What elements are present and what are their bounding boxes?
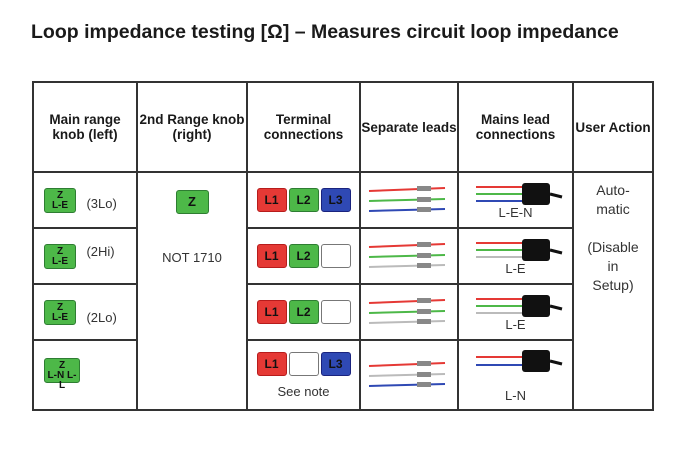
terminal-l2: L2 [288, 188, 319, 212]
terminal-empty [320, 300, 351, 324]
mains-plug-icon [475, 294, 562, 317]
mains-plug-icon [475, 182, 562, 205]
second-knob-cell: Z NOT 1710 [136, 171, 248, 411]
header-second-knob: 2nd Range knob (right) [136, 81, 248, 173]
terminal-l1: L1 [256, 188, 287, 212]
second-knob-note: NOT 1710 [162, 250, 222, 265]
terminal-l3: L3 [320, 351, 351, 376]
test-leads-icon [368, 186, 446, 212]
terminal-l2: L2 [288, 244, 319, 268]
header-mains-lead: Mains lead connections [457, 81, 574, 173]
terminal-empty [288, 351, 319, 376]
mains-plug-icon [475, 349, 562, 372]
terminal-empty [320, 244, 351, 268]
header-main-knob: Main range knob (left) [32, 81, 138, 173]
header-terminal: Terminal connections [246, 81, 361, 173]
mains-lead-cell: L-E [457, 283, 574, 341]
terminal-l1: L1 [256, 351, 287, 376]
mains-label: L-E-N [498, 204, 533, 220]
knob-range-label: (2Hi) [86, 243, 115, 259]
knob-range-label: (2Lo) [86, 309, 117, 325]
loop-impedance-table: Main range knob (left) 2nd Range knob (r… [32, 81, 654, 411]
separate-leads-cell [359, 171, 459, 229]
mains-lead-cell: L-E-N [457, 171, 574, 229]
header-row: Main range knob (left) 2nd Range knob (r… [32, 81, 654, 173]
separate-leads-cell [359, 283, 459, 341]
header-separate-leads: Separate leads [359, 81, 459, 173]
terminal-l3: L3 [320, 188, 351, 212]
terminal-l1: L1 [256, 244, 287, 268]
separate-leads-cell [359, 339, 459, 411]
user-action-cell: Auto- matic (Disable in Setup) [572, 171, 654, 411]
terminal-l2: L2 [288, 300, 319, 324]
mains-lead-cell: L-N [457, 339, 574, 411]
test-leads-icon [368, 298, 446, 324]
mains-lead-cell: L-E [457, 227, 574, 285]
header-user-action: User Action [572, 81, 654, 173]
page-title: Loop impedance testing [Ω] – Measures ci… [31, 21, 619, 43]
mains-label: L-N [505, 387, 526, 403]
mains-plug-icon [475, 238, 562, 261]
mains-label: L-E [505, 316, 526, 332]
mains-label: L-E [505, 260, 526, 276]
z-button: Z [175, 190, 209, 214]
separate-leads-cell [359, 227, 459, 285]
knob-range-label: (3Lo) [86, 195, 117, 211]
terminal-note: See note [277, 383, 330, 399]
test-leads-icon [368, 361, 446, 387]
terminal-cell: L1 L3 See note [246, 339, 361, 411]
test-leads-icon [368, 242, 446, 268]
terminal-l1: L1 [256, 300, 287, 324]
